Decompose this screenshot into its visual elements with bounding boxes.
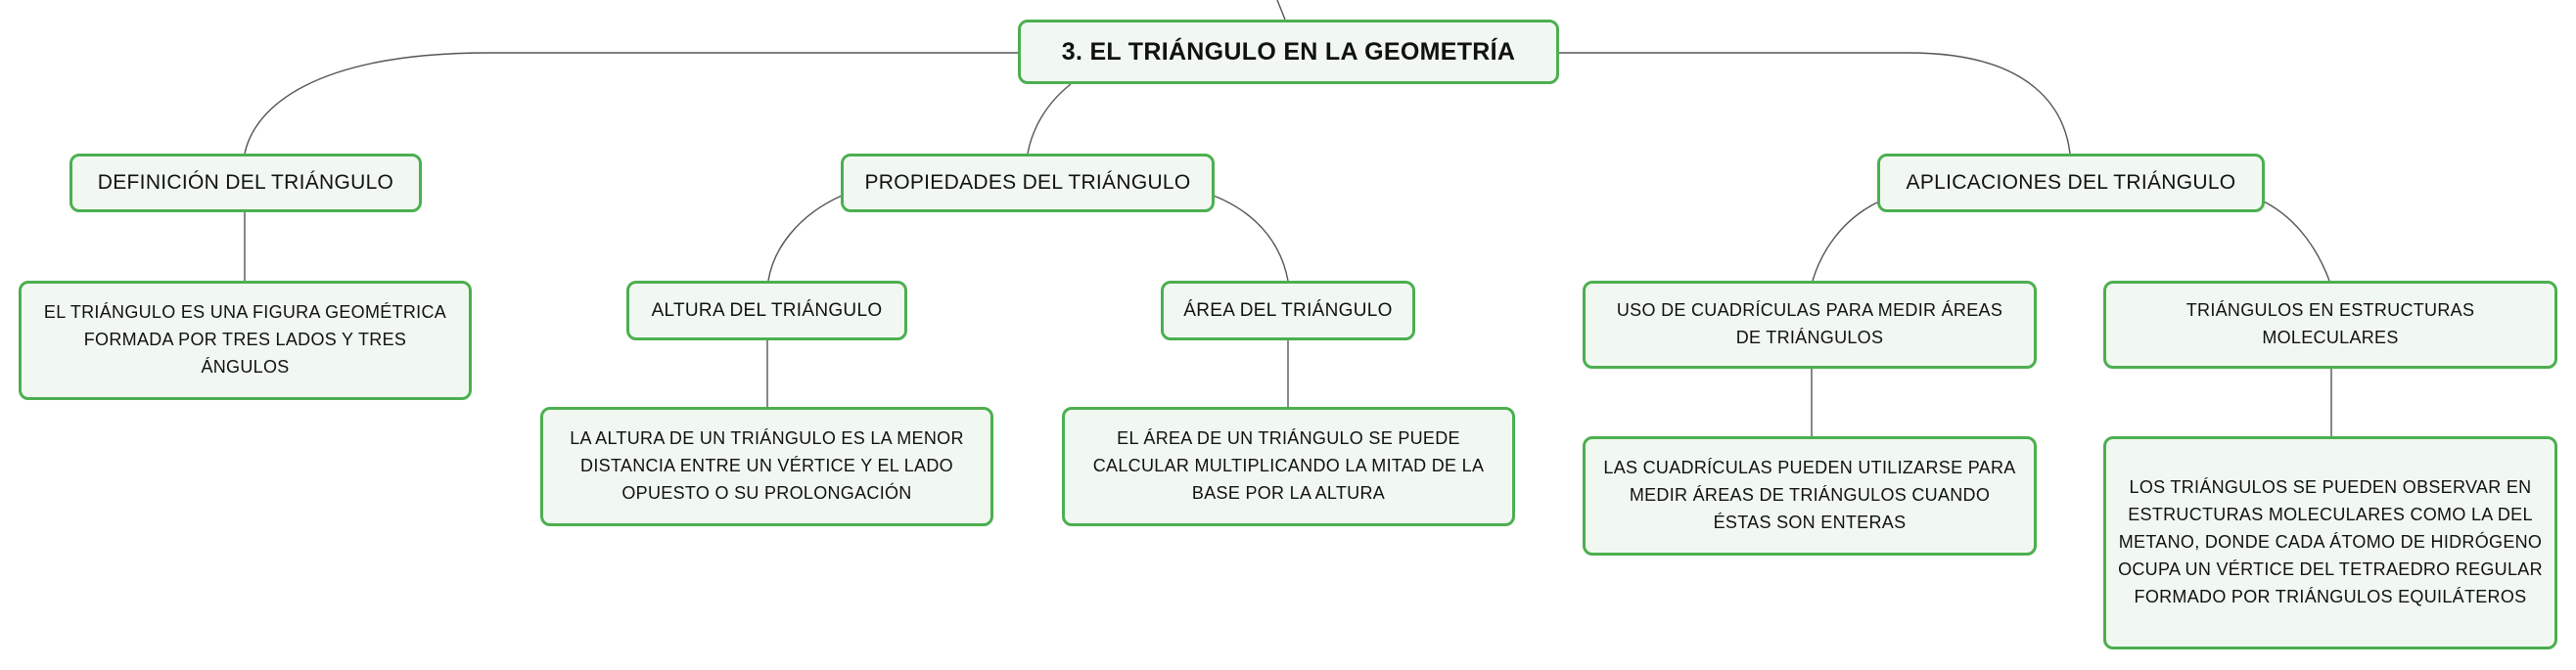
topic-definicion[interactable]: DEFINICIÓN DEL TRIÁNGULO <box>69 154 422 212</box>
subtopic-moleculas-detail[interactable]: LOS TRIÁNGULOS SE PUEDEN OBSERVAR EN EST… <box>2103 436 2557 649</box>
subtopic-cuadriculas[interactable]: USO DE CUADRÍCULAS PARA MEDIR ÁREAS DE T… <box>1583 281 2037 369</box>
root-topic[interactable]: 3. EL TRIÁNGULO EN LA GEOMETRÍA <box>1018 20 1559 84</box>
subtopic-altura[interactable]: ALTURA DEL TRIÁNGULO <box>626 281 907 340</box>
connector-propiedades-altura <box>767 195 843 282</box>
connector-aplicaciones-cuadriculas <box>1812 201 1880 282</box>
subtopic-area-detail[interactable]: EL ÁREA DE UN TRIÁNGULO SE PUEDE CALCULA… <box>1062 407 1515 526</box>
topic-propiedades[interactable]: PROPIEDADES DEL TRIÁNGULO <box>841 154 1215 212</box>
subtopic-altura-detail[interactable]: LA ALTURA DE UN TRIÁNGULO ES LA MENOR DI… <box>540 407 993 526</box>
subtopic-cuadriculas-detail[interactable]: LAS CUADRÍCULAS PUEDEN UTILIZARSE PARA M… <box>1583 436 2037 556</box>
connector-root-parent <box>1276 0 1286 21</box>
subtopic-area[interactable]: ÁREA DEL TRIÁNGULO <box>1161 281 1415 340</box>
subtopic-definicion-detail[interactable]: EL TRIÁNGULO ES UNA FIGURA GEOMÉTRICA FO… <box>19 281 472 400</box>
connector-root-definicion <box>244 52 1018 155</box>
connector-propiedades-area <box>1213 195 1289 282</box>
connector-aplicaciones-moleculas <box>2263 201 2330 282</box>
connector-root-propiedades <box>1027 83 1072 155</box>
subtopic-moleculas[interactable]: TRIÁNGULOS EN ESTRUCTURAS MOLECULARES <box>2103 281 2557 369</box>
connector-root-aplicaciones <box>1559 52 2071 155</box>
topic-aplicaciones[interactable]: APLICACIONES DEL TRIÁNGULO <box>1877 154 2265 212</box>
